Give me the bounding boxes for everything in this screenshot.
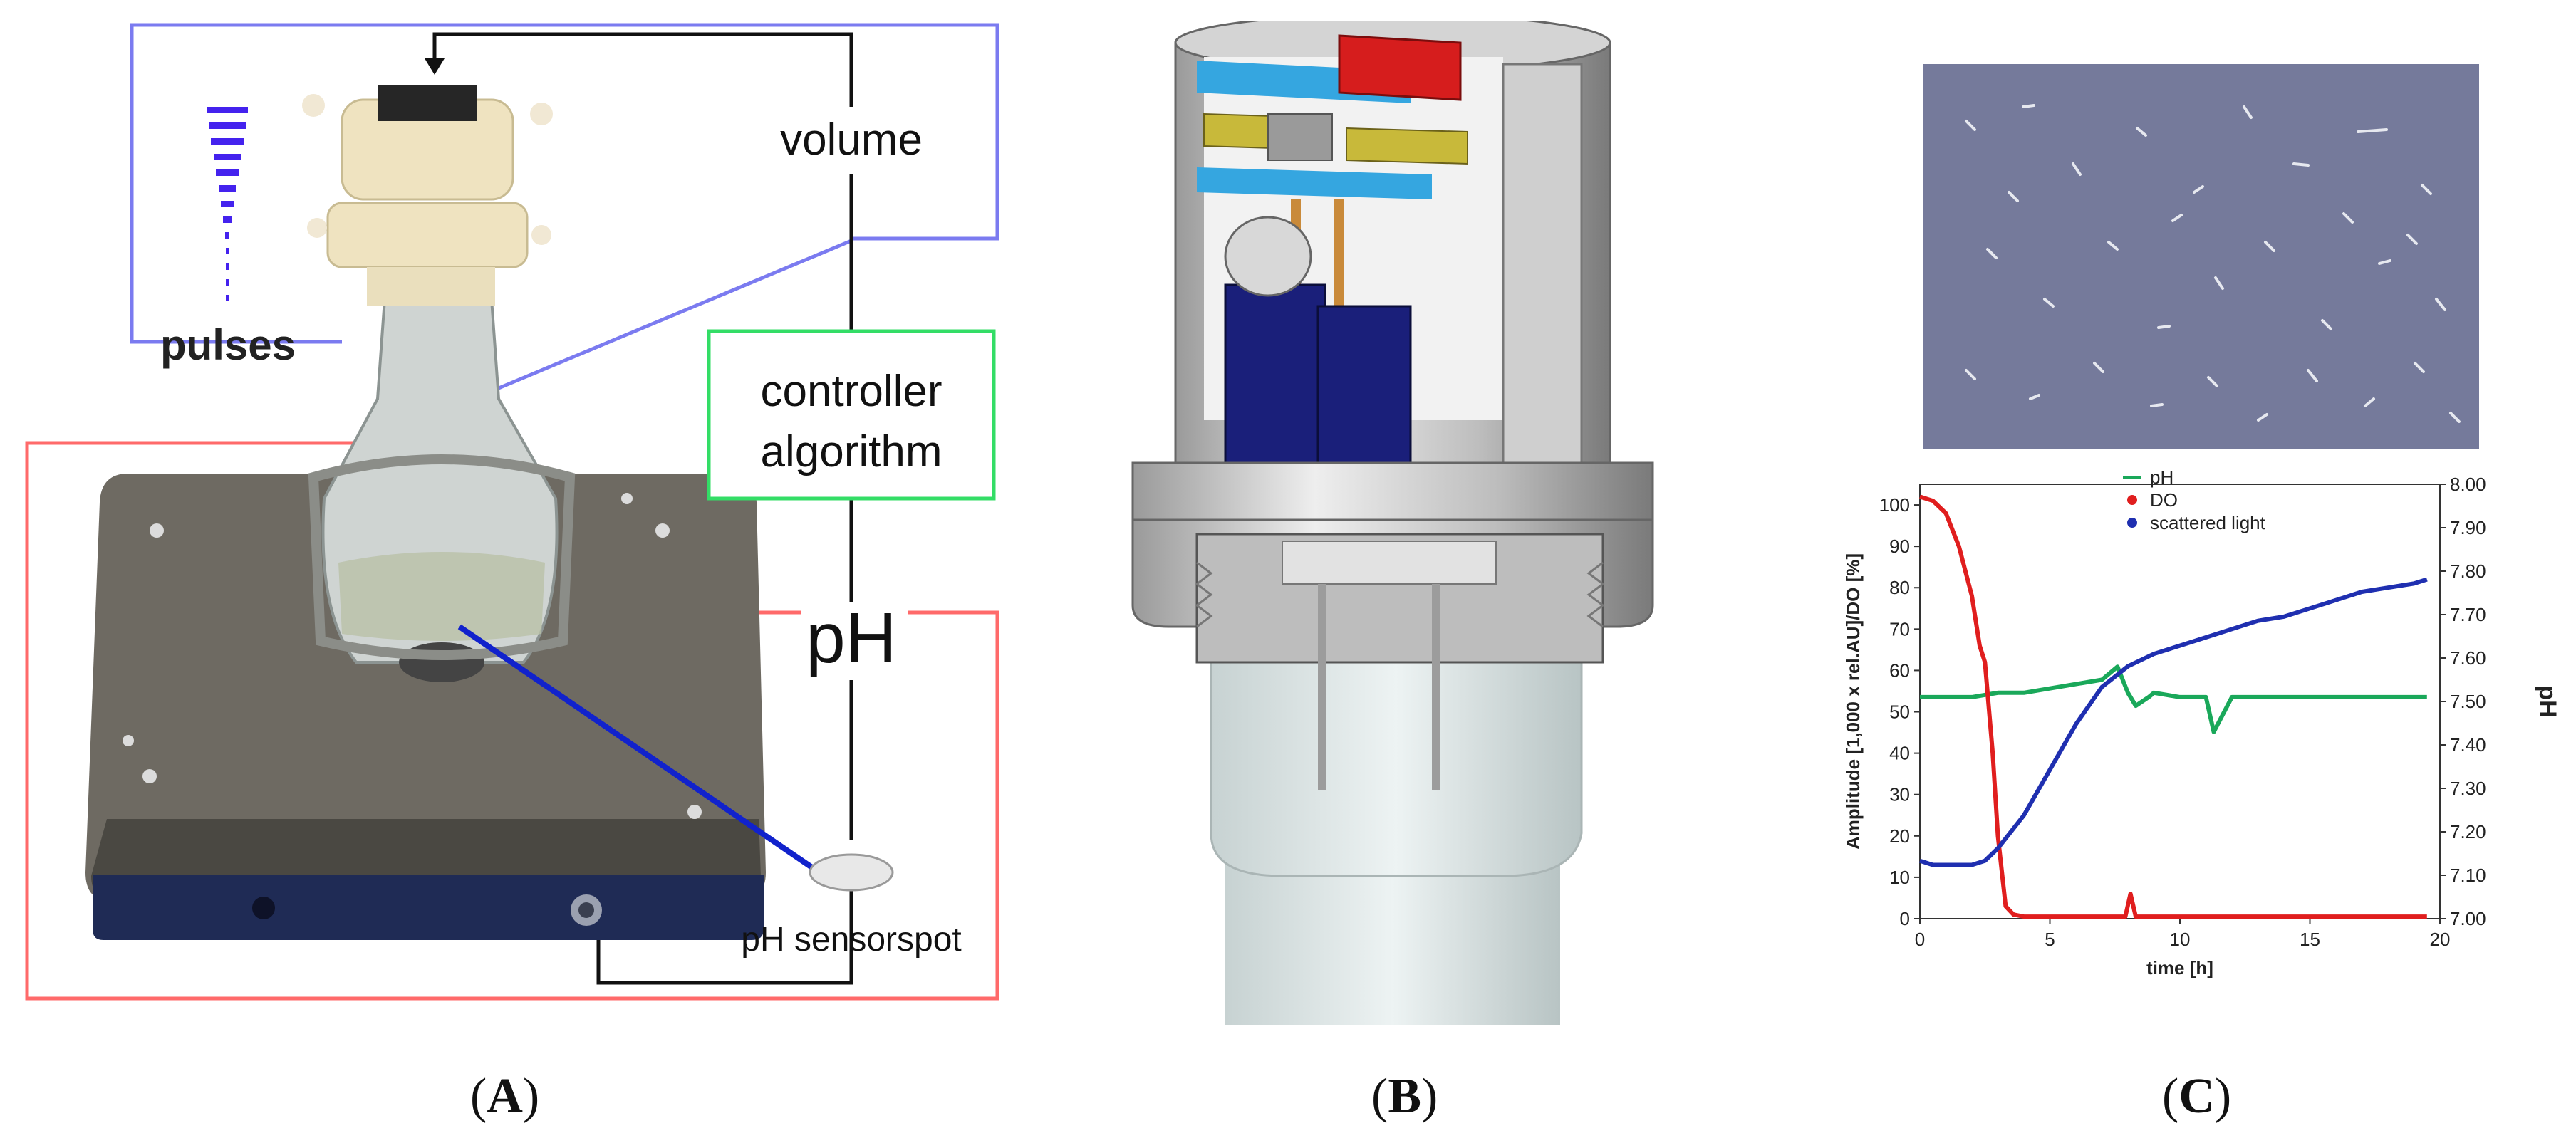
shaker-platform	[85, 474, 766, 940]
x-tick-label: 0	[1915, 929, 1925, 950]
volume-label: volume	[780, 115, 923, 165]
pulses-label: pulses	[160, 321, 296, 369]
series-layer	[1919, 494, 2428, 919]
y-tick-label: 50	[1889, 701, 1910, 723]
y2-tick-label: 7.40	[2450, 734, 2486, 756]
legend-label: DO	[2150, 489, 2178, 511]
bacteria-cells	[1965, 104, 2461, 423]
x-tick-label: 20	[2430, 929, 2451, 950]
shake-flask	[308, 298, 576, 682]
panel-a: volume pulses controller algorithm pH pH…	[0, 0, 1019, 1018]
y-axis-ticks: 0 10 20 30 40 50 60 70 80 90 100	[1879, 494, 1920, 929]
series-line-scattered-light	[1919, 577, 2428, 867]
y-tick-label: 70	[1889, 618, 1910, 640]
pulses-icon	[207, 107, 248, 301]
microscopy-image	[1923, 64, 2479, 449]
y-tick-label: 80	[1889, 577, 1910, 598]
x-tick-label: 5	[2045, 929, 2055, 950]
ph-sensorspot-icon	[809, 853, 894, 892]
y2-tick-label: 7.30	[2450, 778, 2486, 799]
y-axis-label: Amplitude [1,000 x rel.AU]/DO [%]	[1842, 553, 1864, 850]
y-tick-label: 90	[1889, 536, 1910, 557]
controller-box	[707, 329, 996, 501]
y-tick-label: 20	[1889, 825, 1910, 847]
y2-axis-ticks: 7.00 7.10 7.20 7.30 7.40 7.50 7.60 7.70 7.80 7.90…	[2440, 474, 2486, 929]
controller-label-line2: algorithm	[761, 427, 942, 476]
legend-swatch	[2127, 518, 2137, 528]
y2-tick-label: 7.00	[2450, 908, 2486, 929]
y2-tick-label: 8.00	[2450, 474, 2486, 495]
panel-b	[1104, 13, 1681, 1025]
x-axis-label: time [h]	[2146, 957, 2213, 978]
ph-label: pH	[806, 598, 897, 678]
controller-head	[302, 85, 553, 306]
pointer-line-sensor	[457, 624, 821, 875]
pointer-line-volume	[498, 239, 852, 390]
caption-b: (B)	[1371, 1069, 1438, 1124]
y2-tick-label: 7.70	[2450, 604, 2486, 625]
x-tick-label: 10	[2170, 929, 2191, 950]
y2-tick-label: 7.60	[2450, 647, 2486, 669]
legend-swatch	[2127, 495, 2137, 505]
legend-label: pH	[2150, 466, 2174, 488]
y2-tick-label: 7.90	[2450, 517, 2486, 538]
panel-a-diagram: volume pulses controller algorithm pH pH…	[25, 23, 999, 1001]
series-line-do	[1919, 494, 2427, 919]
y2-tick-label: 7.20	[2450, 821, 2486, 842]
y-tick-label: 100	[1879, 494, 1910, 516]
controller-label-line1: controller	[761, 367, 942, 416]
y-tick-label: 60	[1889, 659, 1910, 681]
sensor-cutaway-illustration	[1131, 13, 1654, 1025]
feedback-line	[596, 883, 853, 985]
y2-tick-label: 7.50	[2450, 691, 2486, 712]
x-axis-ticks: 0 5 10 15 20	[1915, 919, 2451, 950]
y-tick-label: 30	[1889, 784, 1910, 805]
y2-axis-label: pH	[2534, 685, 2557, 717]
y-tick-label: 10	[1889, 867, 1910, 888]
arrow-down-icon	[425, 58, 445, 75]
volume-loop	[130, 23, 999, 344]
legend-label: scattered light	[2150, 512, 2266, 533]
caption-a: (A)	[470, 1069, 540, 1124]
y-tick-label: 40	[1889, 743, 1910, 764]
sensorspot-label: pH sensorspot	[741, 921, 962, 959]
y-tick-label: 0	[1900, 908, 1910, 929]
y2-tick-label: 7.10	[2450, 865, 2486, 886]
x-tick-label: 15	[2300, 929, 2320, 950]
series-line-ph	[1920, 664, 2427, 734]
caption-c: (C)	[2162, 1069, 2232, 1124]
y2-tick-label: 7.80	[2450, 560, 2486, 582]
